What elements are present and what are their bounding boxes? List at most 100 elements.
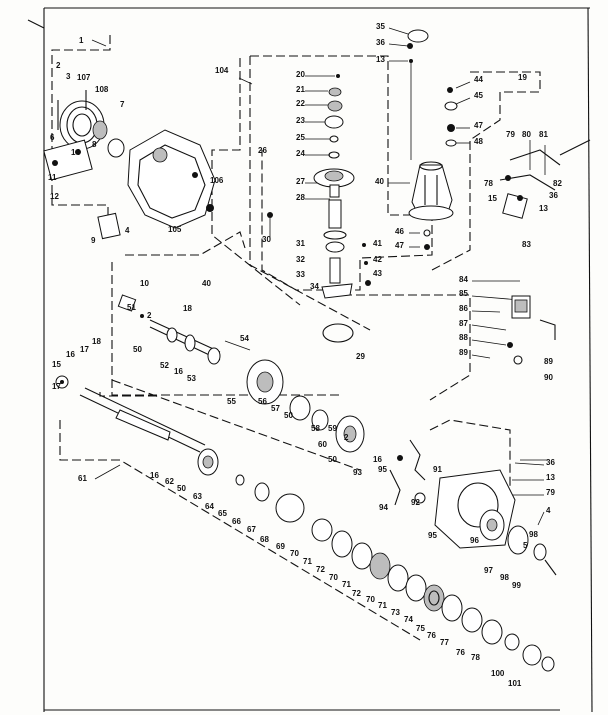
part-number-label: 53 [187,374,196,383]
part-number-label: 32 [296,255,305,264]
part-number-label: 25 [296,133,305,142]
part-number-label: 78 [484,179,493,188]
part-number-label: 4 [546,506,551,515]
part-number-label: 50 [133,345,142,354]
part-number-label: 42 [373,255,382,264]
part-number-label: 16 [150,471,159,480]
part-number-label: 76 [427,631,436,640]
part-number-label: 40 [202,279,211,288]
part-number-label: 4 [125,226,130,235]
part-number-label: 23 [296,116,305,125]
part-number-label: 101 [508,679,522,688]
part-number-label: 54 [240,334,249,343]
clutch-disk-stack [331,530,555,672]
part-number-label: 70 [290,549,299,558]
part-number-label: 66 [232,517,241,526]
part-number-label: 17 [52,382,61,391]
bell-housing [407,29,458,250]
part-number-label: 100 [491,669,505,678]
part-number-label: 83 [522,240,531,249]
part-number-label: 73 [391,608,400,617]
part-number-label: 55 [227,397,236,406]
part-number-label: 91 [433,465,442,474]
part-number-label: 9 [91,236,96,245]
part-number-label: 18 [92,337,101,346]
switch-assembly [507,295,556,365]
part-number-label: 57 [271,404,280,413]
part-number-label: 3 [66,72,71,81]
part-number-label: 40 [375,177,384,186]
part-number-label: 58 [311,424,320,433]
part-number-label: 62 [165,477,174,486]
part-number-label: 36 [549,191,558,200]
part-number-label: 88 [459,333,468,342]
part-number-label: 72 [316,565,325,574]
part-number-label: 89 [544,357,553,366]
part-number-label: 79 [506,130,515,139]
part-number-label: 16 [66,350,75,359]
part-number-label: 7 [120,100,125,109]
part-number-label: 72 [352,589,361,598]
part-number-label: 81 [539,130,548,139]
part-number-label: 92 [411,498,420,507]
part-number-label: 43 [373,269,382,278]
part-number-label: 70 [329,573,338,582]
linkage-assembly [499,139,591,219]
part-number-label: 50 [284,411,293,420]
part-number-label: 29 [356,352,365,361]
part-number-label: 36 [546,458,555,467]
part-number-label: 68 [260,535,269,544]
part-number-label: 35 [376,22,385,31]
part-number-label: 13 [376,55,385,64]
part-number-label: 98 [529,530,538,539]
part-number-label: 5 [523,541,528,550]
leader-lines [91,27,545,526]
part-number-label: 71 [342,580,351,589]
part-number-label: 10 [140,279,149,288]
part-number-label: 96 [470,536,479,545]
part-number-label: 59 [328,424,337,433]
part-number-label: 15 [52,360,61,369]
part-number-label: 2 [344,433,349,442]
mid-shaft-assembly [117,294,365,453]
part-number-label: 2 [56,61,61,70]
part-number-label: 77 [440,638,449,647]
part-number-label: 106 [210,176,224,185]
part-number-label: 46 [395,227,404,236]
part-number-label: 108 [95,85,109,94]
part-number-label: 70 [366,595,375,604]
part-number-label: 17 [80,345,89,354]
part-number-label: 28 [296,193,305,202]
part-number-label: 44 [474,75,483,84]
part-number-label: 80 [522,130,531,139]
part-number-label: 8 [92,140,97,149]
part-number-label: 52 [160,361,169,370]
part-number-label: 27 [296,177,305,186]
part-number-label: 95 [428,531,437,540]
part-number-label: 78 [471,653,480,662]
part-number-label: 1 [79,36,84,45]
part-number-label: 98 [500,573,509,582]
part-number-label: 36 [376,38,385,47]
part-number-label: 26 [258,146,267,155]
part-number-label: 20 [296,70,305,79]
part-number-label: 18 [183,304,192,313]
part-number-label: 84 [459,275,468,284]
part-number-label: 33 [296,270,305,279]
part-number-label: 51 [127,303,136,312]
part-number-label: 34 [310,282,319,291]
part-number-label: 104 [215,66,229,75]
part-number-label: 6 [50,133,55,142]
part-number-label: 94 [379,503,388,512]
motor-housing [389,439,557,576]
part-number-label: 31 [296,239,305,248]
part-number-label: 79 [546,488,555,497]
part-number-label: 14 [71,148,80,157]
part-number-label: 61 [78,474,87,483]
part-number-label: 19 [518,73,527,82]
part-number-label: 64 [205,502,214,511]
part-number-label: 82 [553,179,562,188]
part-number-label: 86 [459,304,468,313]
part-number-label: 22 [296,99,305,108]
